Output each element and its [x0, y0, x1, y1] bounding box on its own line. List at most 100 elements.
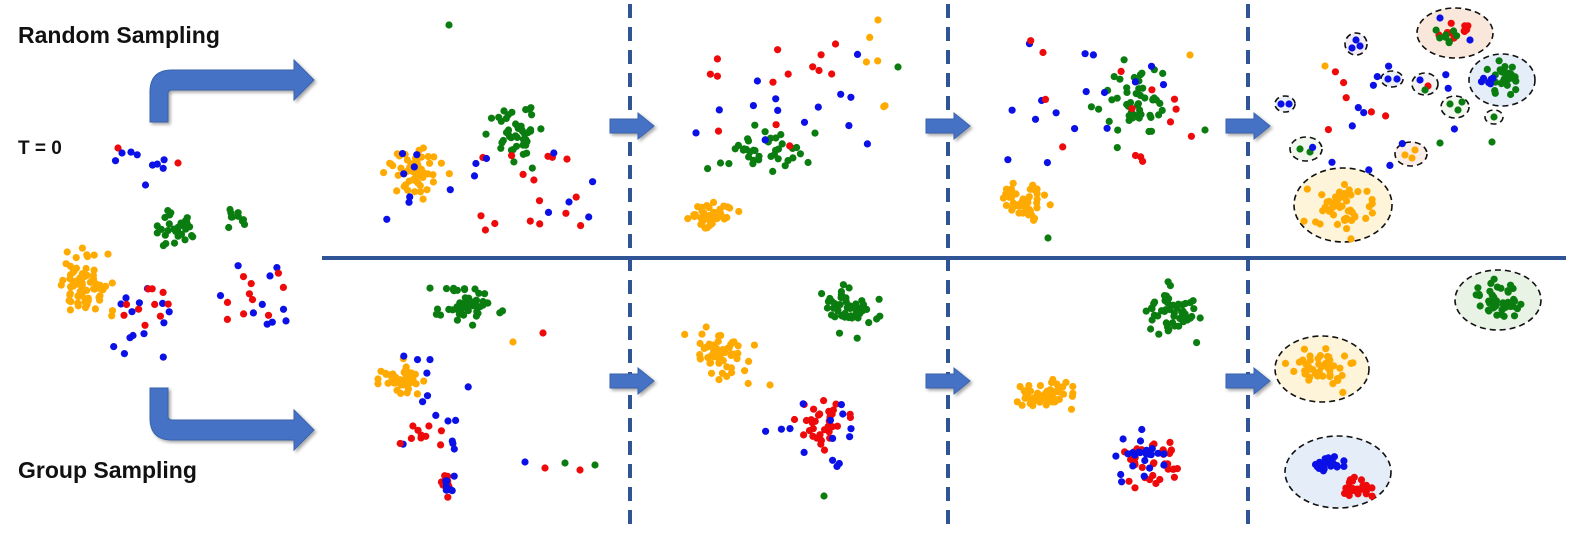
red-point: [1354, 490, 1362, 498]
green-point: [432, 310, 440, 318]
orange-point: [1068, 392, 1076, 400]
orange-point: [714, 337, 722, 345]
orange-point: [706, 217, 714, 225]
orange-point: [700, 216, 708, 224]
orange-point: [1013, 398, 1021, 406]
green-point: [1136, 91, 1144, 99]
orange-point: [95, 293, 103, 301]
orange-point: [1318, 191, 1326, 199]
step-arrow-group-1: [609, 366, 655, 396]
red-point: [1059, 143, 1067, 151]
green-point: [1432, 26, 1440, 34]
orange-point: [1026, 210, 1034, 218]
orange-point: [78, 282, 86, 290]
red-point: [530, 176, 538, 184]
orange-point: [1348, 208, 1356, 216]
green-point: [739, 146, 748, 154]
green-point: [1116, 75, 1124, 83]
red-point: [1156, 475, 1164, 484]
green-point: [1486, 287, 1494, 295]
green-point: [1476, 302, 1484, 310]
red-point: [477, 212, 485, 220]
orange-point: [424, 170, 432, 178]
orange-point: [750, 341, 759, 349]
green-point: [1296, 145, 1304, 153]
green-point: [1472, 291, 1480, 299]
orange-point: [397, 164, 405, 172]
blue-point: [279, 305, 288, 313]
red-point: [1130, 456, 1138, 465]
green-point: [1136, 106, 1144, 114]
blue-point: [845, 122, 853, 130]
orange-point: [90, 285, 98, 293]
green-point: [835, 329, 844, 337]
orange-point: [1046, 386, 1054, 394]
blue-point: [839, 410, 847, 418]
red-point: [122, 300, 131, 308]
blue-point: [446, 186, 454, 194]
blue-point: [1118, 478, 1126, 486]
orange-point: [1354, 188, 1362, 196]
blue-point: [450, 445, 458, 453]
red-point: [1464, 22, 1472, 30]
blue-point: [159, 353, 167, 361]
scatter-points: [57, 14, 1525, 501]
red-point: [240, 310, 248, 318]
orange-point: [1347, 235, 1355, 243]
orange-point: [1338, 371, 1346, 380]
red-point: [572, 193, 580, 201]
orange-point: [78, 244, 86, 252]
blue-point: [398, 150, 407, 158]
red-point: [815, 66, 823, 75]
blue-point: [432, 411, 440, 419]
blue-point: [589, 178, 597, 186]
orange-point: [91, 305, 99, 313]
green-point: [487, 114, 496, 122]
green-point: [1500, 312, 1508, 320]
blue-point: [126, 334, 134, 342]
green-point: [1512, 86, 1520, 94]
red-point: [164, 300, 172, 308]
green-point: [504, 111, 512, 119]
red-point: [1382, 112, 1390, 120]
cluster-ellipse-small-6: [1274, 95, 1296, 113]
green-point: [226, 205, 234, 214]
red-point: [120, 311, 128, 319]
green-point: [772, 134, 780, 142]
blue-point: [423, 369, 431, 377]
orange-point: [82, 264, 90, 273]
green-point: [167, 209, 175, 217]
step-arrow-group-3: [1225, 366, 1271, 396]
flow-arrows: [149, 58, 1271, 452]
red-point: [409, 422, 417, 430]
blue-point: [159, 299, 167, 307]
blue-point: [1385, 62, 1393, 70]
blue-point: [448, 437, 456, 445]
green-point: [522, 135, 530, 143]
red-point: [800, 431, 808, 439]
orange-point: [1314, 355, 1322, 363]
blue-point: [777, 425, 786, 433]
orange-point: [1401, 151, 1409, 159]
blue-point: [1486, 80, 1495, 88]
blue-point: [585, 213, 593, 221]
green-point: [1189, 297, 1197, 305]
orange-point: [1042, 401, 1050, 409]
orange-point: [83, 251, 91, 259]
blue-point: [1154, 449, 1162, 457]
blue-point: [1138, 425, 1146, 434]
group-sampling-label: Group Sampling: [18, 457, 197, 483]
orange-point: [429, 178, 437, 186]
green-point: [745, 153, 753, 161]
orange-point: [1017, 202, 1025, 210]
green-point: [839, 281, 848, 289]
green-point: [751, 147, 759, 155]
blue-point: [1103, 124, 1111, 132]
blue-point: [521, 458, 529, 466]
blue-point: [1081, 50, 1089, 58]
orange-point: [1325, 197, 1333, 205]
green-point: [1503, 300, 1511, 308]
orange-point: [1336, 364, 1344, 372]
green-point: [865, 319, 873, 327]
